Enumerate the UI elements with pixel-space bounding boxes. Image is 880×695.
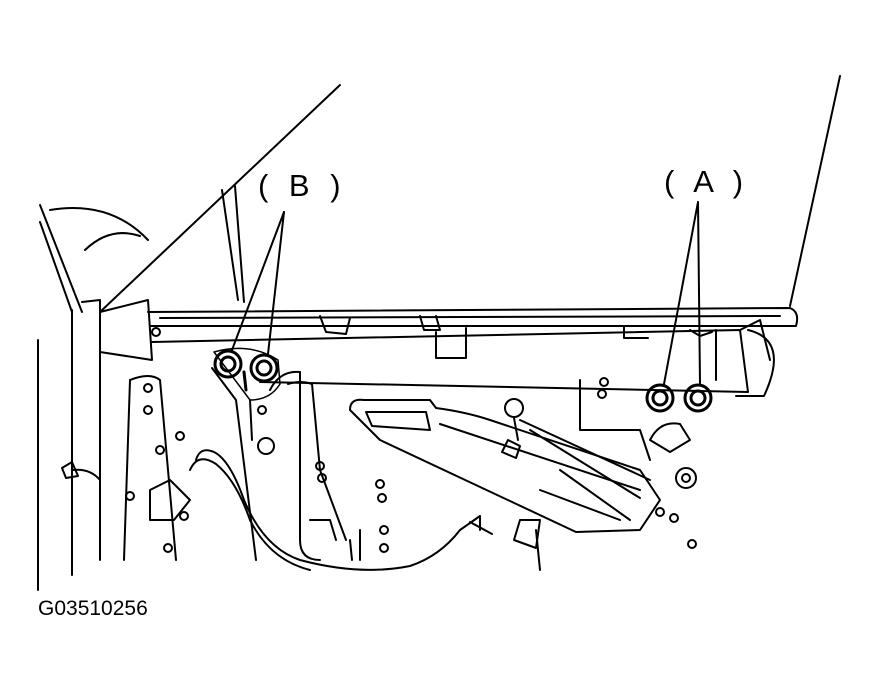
bolt-a-right bbox=[683, 383, 713, 413]
callout-label-b: ( B ) bbox=[258, 168, 347, 203]
front-pillar bbox=[37, 299, 161, 591]
callout-label-a: ( A ) bbox=[664, 164, 750, 199]
window-frame bbox=[39, 75, 841, 313]
bolt-b-left bbox=[213, 349, 243, 379]
bolt-b-right bbox=[249, 353, 279, 383]
door-beam bbox=[147, 307, 799, 397]
leader-lines-a bbox=[663, 201, 701, 385]
inner-panel bbox=[123, 367, 697, 561]
figure-id: G03510256 bbox=[38, 597, 148, 620]
bolt-a-left bbox=[645, 383, 675, 413]
regulator-rail bbox=[349, 398, 697, 533]
leader-lines-b bbox=[231, 211, 285, 355]
wiring-harness bbox=[61, 449, 541, 571]
